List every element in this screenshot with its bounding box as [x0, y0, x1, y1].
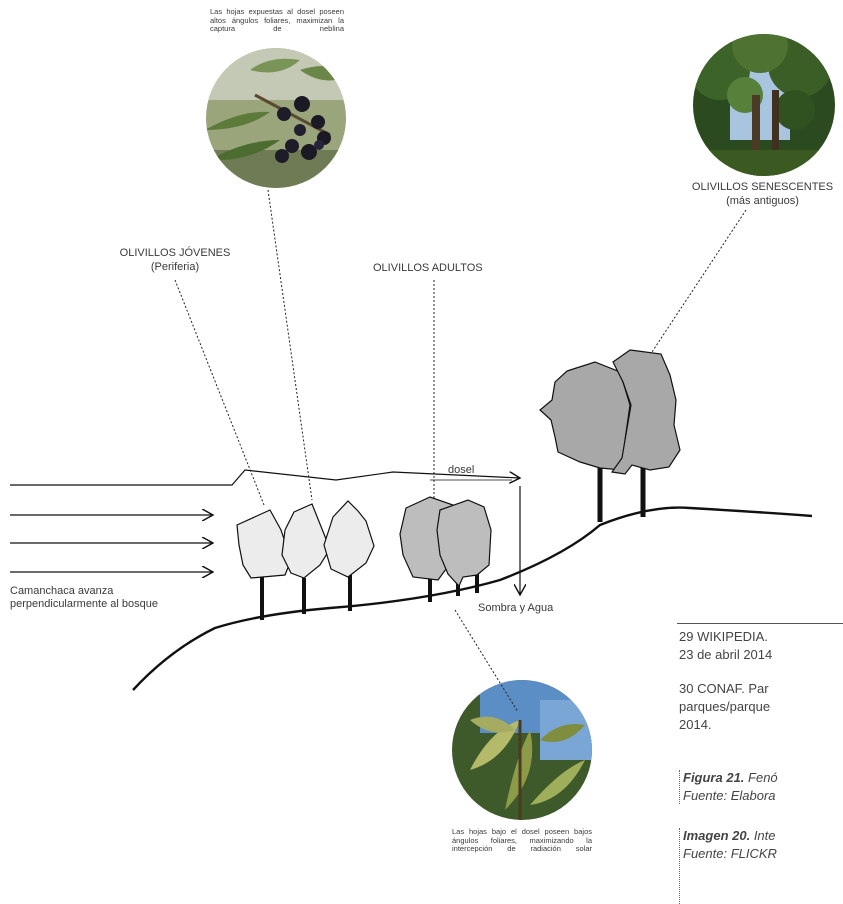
senescentes-sub: (más antiguos) — [680, 195, 843, 208]
dosel-label: dosel — [448, 464, 474, 477]
senescentes-title: OLIVILLOS SENESCENTES — [680, 181, 843, 194]
olive-leaves-photo — [450, 678, 595, 823]
caption-img20: Imagen 20. Inte — [683, 827, 776, 844]
footnote-divider — [677, 623, 843, 624]
footnote-30-line2: parques/parque — [679, 698, 770, 715]
adult-trees — [400, 497, 491, 602]
footnote-29-line1: 29 WIKIPEDIA. — [679, 628, 768, 645]
note-bottom: Las hojas bajo el dosel poseen bajos áng… — [452, 828, 592, 862]
sombra-label: Sombra y Agua — [478, 602, 553, 615]
caption-bar-img20 — [679, 828, 680, 904]
footnote-30-line1: 30 CONAF. Par — [679, 680, 769, 697]
caption-fig21-source: Fuente: Elabora — [683, 787, 776, 804]
caption-fig21: Figura 21. Fenó — [683, 769, 778, 786]
adultos-title: OLIVILLOS ADULTOS — [373, 262, 483, 275]
caption-img20-source: Fuente: FLICKR — [683, 845, 777, 862]
jovenes-title: OLIVILLOS JÓVENES — [100, 247, 250, 260]
caption-bar-fig21 — [679, 770, 680, 804]
footnote-29-line2: 23 de abril 2014 — [679, 646, 772, 663]
jovenes-sub: (Periferia) — [100, 261, 250, 274]
young-trees — [237, 501, 374, 620]
senescent-trees — [540, 350, 680, 522]
olive-berries-photo — [200, 40, 360, 200]
forest-canopy-photo — [690, 17, 840, 185]
footnote-30-line3: 2014. — [679, 716, 712, 733]
camanchaca-line1: Camanchaca avanza — [10, 585, 113, 598]
note-top: Las hojas expuestas al dosel poseen alto… — [210, 8, 344, 42]
camanchaca-line2: perpendicularmente al bosque — [10, 598, 158, 611]
